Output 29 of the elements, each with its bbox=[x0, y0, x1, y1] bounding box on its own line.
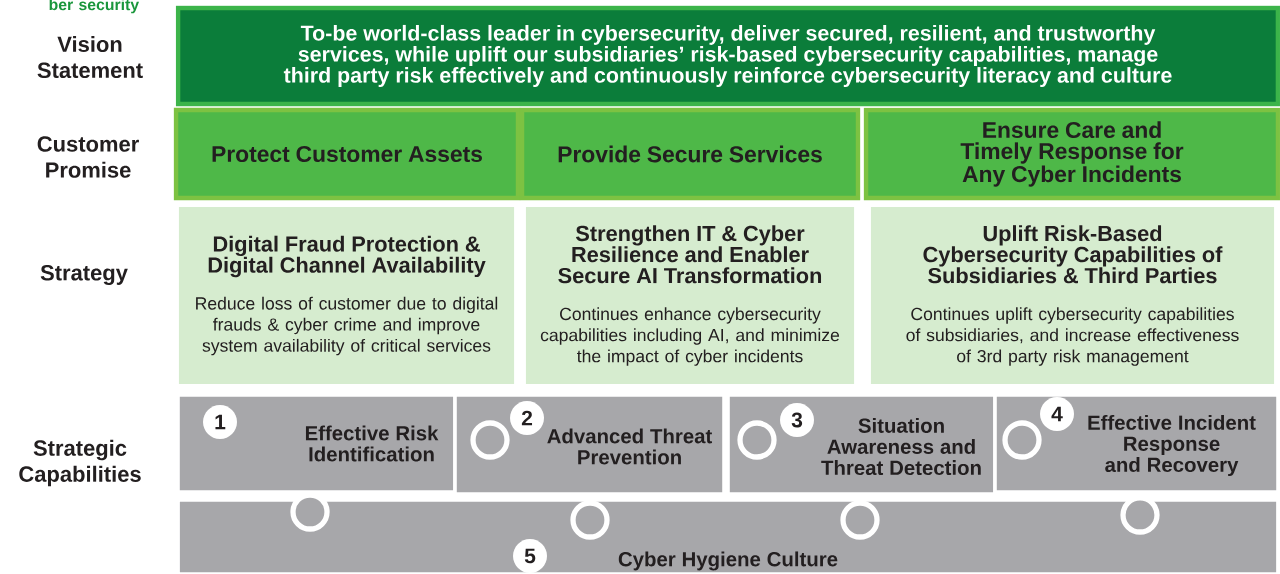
row-label: Vision Statement bbox=[37, 35, 143, 79]
node-label: Provide Secure Services bbox=[558, 145, 822, 163]
node-label: Advanced Threat Prevention bbox=[547, 428, 713, 465]
node-label: Reduce loss of customer due to digital frauds & cyber crime and improve system availability of critical services bbox=[196, 296, 498, 356]
node-label: Effective Risk Identification bbox=[305, 425, 439, 462]
strategy-box bbox=[524, 205, 856, 386]
node-label: Strengthen IT & Cyber Resilience and Enabler Secure AI Transformation bbox=[558, 225, 822, 284]
row-label: Strategy bbox=[40, 265, 128, 285]
strategy-box bbox=[177, 205, 516, 386]
puzzle-piece bbox=[453, 393, 726, 496]
node-label: To-be world-class leader in cybersecurity, deliver secured, resilient, and trustworthy services, while uplift our subsidiaries’ risk-based cybersecurity capabilities, manage third party risk effectively and continuously reinforce cybersecurity literacy and culture bbox=[283, 24, 1172, 88]
row-label: Customer Promise bbox=[37, 136, 139, 178]
node-label: Digital Fraud Protection & Digital Channel Availability bbox=[208, 235, 486, 278]
puzzle-piece bbox=[993, 393, 1280, 494]
promise-box bbox=[863, 107, 1280, 201]
node-label: Protect Customer Assets bbox=[212, 145, 482, 163]
node-label: Effective Incident Response and Recovery bbox=[1088, 414, 1256, 477]
promise-box bbox=[173, 107, 521, 201]
node-label: Continues enhance cybersecurity capabilities including AI, and minimize the impact of cyber incidents bbox=[540, 307, 840, 366]
node-label: Ensure Care and Timely Response for Any Cyber Incidents bbox=[960, 121, 1184, 187]
node-label: Uplift Risk-Based Cybersecurity Capabilities of Subsidiaries & Third Parties bbox=[923, 225, 1223, 284]
puzzle-piece bbox=[176, 498, 1280, 574]
node-label: Continues uplift cybersecurity capabilities of subsidiaries, and increase effectiveness of 3rd party risk management bbox=[906, 307, 1239, 366]
strategy-box bbox=[869, 205, 1276, 386]
promise-box bbox=[519, 107, 861, 201]
vision-statement-box bbox=[175, 5, 1280, 107]
node-label: Situation Awareness and Threat Detection bbox=[821, 417, 981, 476]
row-label: Strategic Capabilities bbox=[19, 439, 141, 487]
node-label: Cyber Hygiene Culture bbox=[618, 551, 838, 571]
